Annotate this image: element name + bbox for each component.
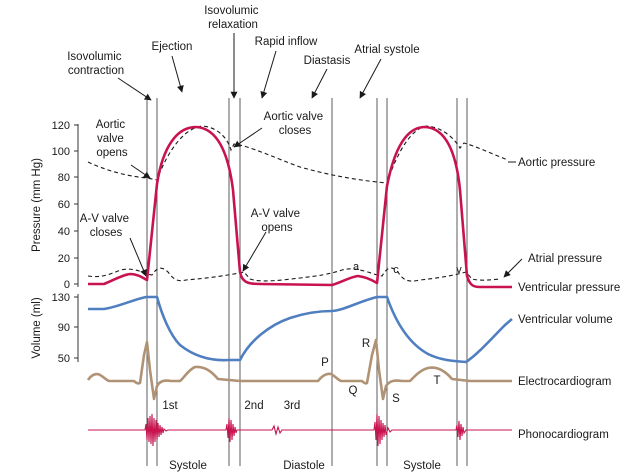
wave-label-v: v bbox=[456, 264, 462, 276]
pressure-tick-100: 100 bbox=[52, 146, 70, 158]
label-electrocardiogram: Electrocardiogram bbox=[518, 376, 611, 388]
label-diastasis: Diastasis bbox=[304, 55, 351, 67]
wave-label-c: c bbox=[393, 264, 399, 276]
ventricular-pressure-trace bbox=[88, 125, 512, 289]
wave-label-a: a bbox=[353, 261, 360, 273]
atrial-pressure-trace bbox=[87, 267, 501, 282]
volume-tick-90: 90 bbox=[58, 322, 70, 334]
aortic-pressure-trace bbox=[87, 125, 509, 184]
annotation-aortic-valve-closes: Aortic valve closes bbox=[264, 111, 327, 137]
electrocardiogram-trace bbox=[86, 338, 512, 401]
ecg-label-S: S bbox=[392, 393, 400, 405]
label-aortic-pressure: Aortic pressure bbox=[518, 157, 595, 169]
pressure-tick-20: 20 bbox=[58, 253, 70, 265]
pressure-tick-0: 0 bbox=[64, 279, 70, 291]
label-ejection: Ejection bbox=[152, 41, 193, 53]
pressure-tick-60: 60 bbox=[58, 199, 70, 211]
annotation-aortic-valve-opens: Aortic valve opens bbox=[96, 119, 129, 159]
volume-axis: 130 90 50 Volume (ml) bbox=[31, 292, 79, 365]
ecg-label-Q: Q bbox=[349, 385, 358, 397]
pressure-tick-40: 40 bbox=[58, 226, 70, 238]
label-atrial-pressure: Atrial pressure bbox=[528, 253, 602, 265]
pressure-tick-80: 80 bbox=[58, 172, 70, 184]
label-atrial-systole: Atrial systole bbox=[354, 44, 419, 56]
phase-arrows bbox=[117, 33, 382, 101]
label-rapid-inflow: Rapid inflow bbox=[255, 36, 318, 48]
label-phonocardiogram: Phonocardiogram bbox=[518, 429, 609, 441]
annotation-av-valve-opens: A-V valve opens bbox=[251, 208, 303, 234]
pressure-axis-label: Pressure (mm Hg) bbox=[31, 158, 43, 252]
label-isovolumic-contraction: Isovolumic contraction bbox=[67, 51, 125, 77]
ecg-label-R: R bbox=[362, 338, 370, 350]
ecg-label-T: T bbox=[433, 375, 440, 387]
annotation-arrows bbox=[129, 127, 523, 278]
heart-sound-1st: 1st bbox=[162, 400, 178, 412]
label-ventricular-pressure: Ventricular pressure bbox=[518, 282, 620, 294]
ecg-label-P: P bbox=[321, 357, 329, 369]
label-systole-2: Systole bbox=[403, 460, 441, 472]
pressure-axis: 120 100 80 60 40 20 0 Pressure (mm Hg) bbox=[31, 120, 79, 291]
pressure-tick-120: 120 bbox=[52, 120, 70, 132]
volume-tick-130: 130 bbox=[52, 292, 70, 304]
label-diastole: Diastole bbox=[283, 460, 325, 472]
ventricular-volume-trace bbox=[88, 295, 513, 364]
annotation-av-valve-closes: A-V valve closes bbox=[80, 213, 132, 239]
heart-sound-2nd: 2nd bbox=[244, 400, 263, 412]
label-ventricular-volume: Ventricular volume bbox=[518, 314, 613, 326]
phonocardiogram-trace bbox=[88, 413, 512, 447]
label-systole-1: Systole bbox=[169, 460, 207, 472]
volume-axis-label: Volume (ml) bbox=[31, 297, 43, 359]
phase-dividers bbox=[146, 98, 468, 466]
volume-tick-50: 50 bbox=[58, 353, 70, 365]
heart-sound-3rd: 3rd bbox=[284, 400, 301, 412]
label-isovolumic-relaxation: Isovolumic relaxation bbox=[204, 5, 262, 31]
